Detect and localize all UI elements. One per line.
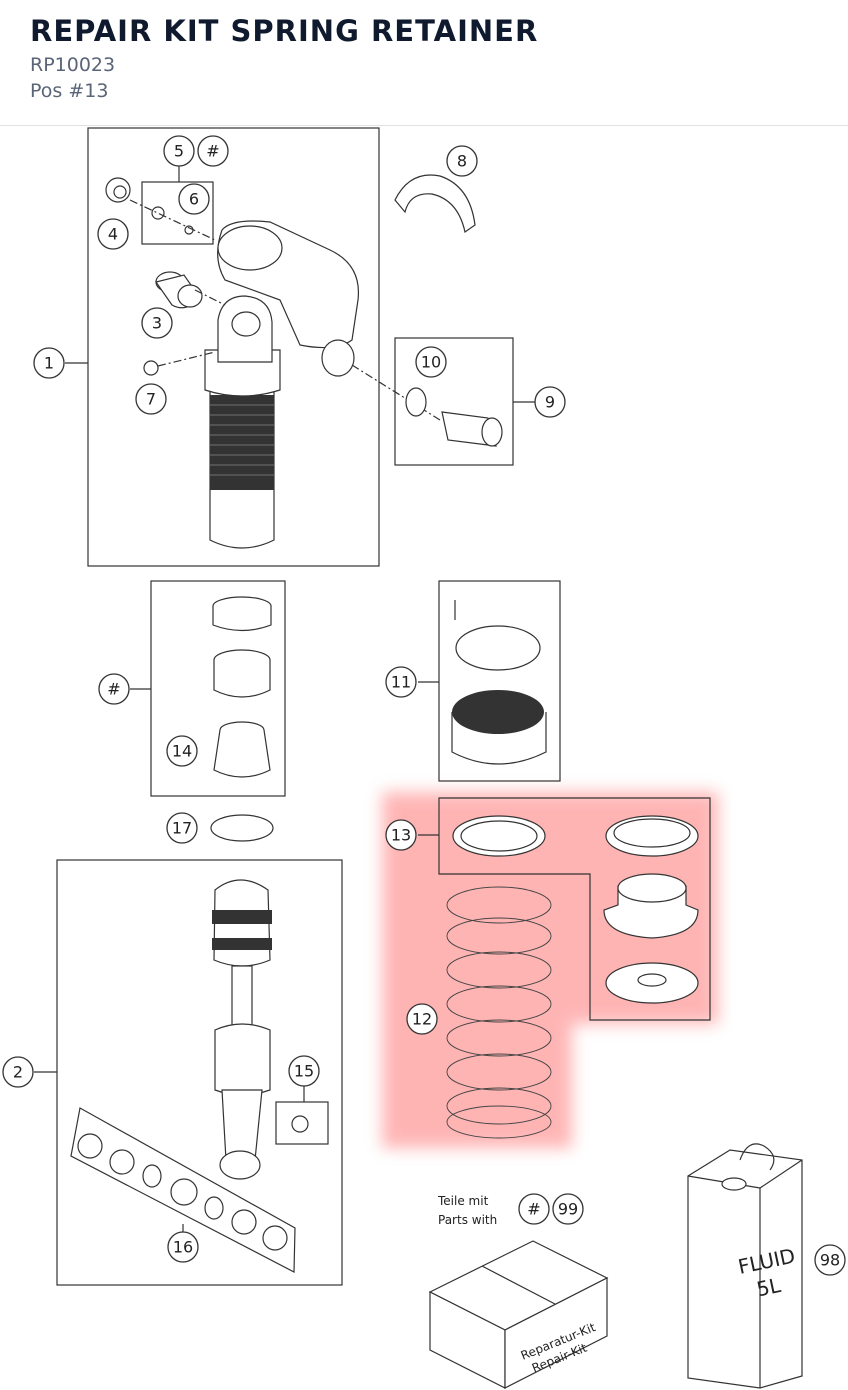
callout-pos-7[interactable]: 7 [135,383,167,415]
callout-pos-9[interactable]: 9 [534,386,566,418]
valve-cartridge [351,337,535,466]
seal-head-kit [130,580,286,797]
callout-pos-hash-mid[interactable]: # [98,673,130,705]
part-number: RP10023 [30,54,116,76]
circlip-17 [210,814,274,842]
callout-pos-5[interactable]: 5 [163,135,195,167]
callout-pos-2[interactable]: 2 [2,1056,34,1088]
callout-pos-6[interactable]: 6 [178,183,210,215]
svg-text:9: 9 [545,393,555,412]
shock-body-assembly [65,127,380,567]
callout-pos-15[interactable]: 15 [288,1055,320,1087]
svg-text:6: 6 [189,190,199,209]
svg-text:15: 15 [294,1062,314,1081]
svg-text:2: 2 [13,1063,23,1082]
header: REPAIR KIT SPRING RETAINER RP10023 Pos #… [0,0,848,126]
svg-text:5: 5 [174,142,184,161]
spring-retainer-kit-13[interactable] [418,797,711,1021]
callout-pos-98[interactable]: 98 [814,1244,846,1276]
fluid-volume-label: 5L [754,1273,783,1302]
callout-pos-17[interactable]: 17 [166,812,198,844]
position-label: Pos #13 [30,80,109,102]
svg-text:11: 11 [391,673,411,692]
page-title: REPAIR KIT SPRING RETAINER [30,14,539,48]
callout-pos-13[interactable]: 13 [385,819,417,851]
callout-pos-10[interactable]: 10 [415,346,447,378]
callout-pos-8[interactable]: 8 [446,145,478,177]
exploded-parts-diagram: Teile mit Parts with Reparatur-Kit Repai… [2,127,846,1389]
spring-adjuster [418,580,561,782]
callout-pos-hash-top[interactable]: # [197,135,229,167]
fluid-can: FLUID 5L [687,1143,803,1389]
svg-text:8: 8 [457,152,467,171]
svg-text:10: 10 [421,353,441,372]
svg-text:#: # [107,680,120,699]
svg-text:4: 4 [108,225,118,244]
svg-text:99: 99 [558,1200,578,1219]
coil-spring-12[interactable] [446,886,552,1139]
callout-pos-11[interactable]: 11 [385,666,417,698]
callout-pos-99[interactable]: 99 [552,1193,584,1225]
repair-kit-box [428,1240,609,1389]
svg-text:1: 1 [44,354,54,373]
svg-text:#: # [527,1200,540,1219]
damper-rod-assembly [34,859,343,1286]
callout-pos-3[interactable]: 3 [141,307,173,339]
svg-text:17: 17 [172,819,192,838]
callout-pos-16[interactable]: 16 [167,1231,199,1263]
svg-text:12: 12 [412,1010,432,1029]
callout-pos-4[interactable]: 4 [97,218,129,250]
callout-pos-hash-bottom[interactable]: # [518,1193,550,1225]
svg-text:13: 13 [391,826,411,845]
svg-text:98: 98 [820,1251,840,1270]
svg-text:16: 16 [173,1238,193,1257]
callout-pos-14[interactable]: 14 [166,735,198,767]
svg-text:#: # [206,142,219,161]
svg-text:7: 7 [146,390,156,409]
svg-text:3: 3 [152,314,162,333]
parts-with-en-label: Parts with [438,1213,497,1227]
parts-with-de-label: Teile mit [437,1194,489,1208]
callout-pos-12[interactable]: 12 [406,1003,438,1035]
callout-pos-1[interactable]: 1 [33,347,65,379]
svg-text:14: 14 [172,742,192,761]
part-8-cover [394,174,476,234]
